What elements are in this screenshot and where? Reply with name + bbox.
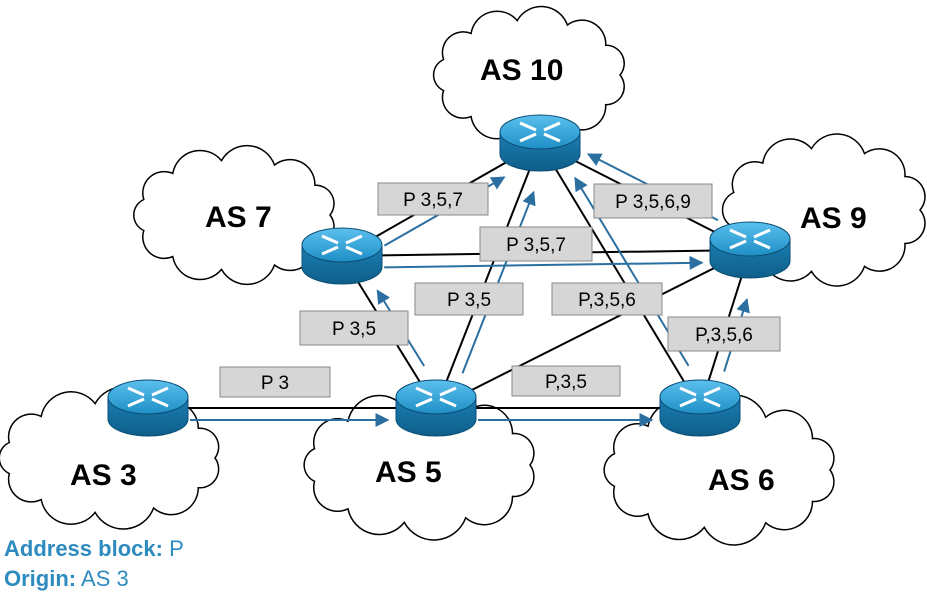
path-label-box-3: [414, 282, 524, 316]
as-label-as9: AS 9: [800, 202, 867, 235]
address-block-label: Address block:: [4, 536, 163, 561]
origin-value: AS 3: [81, 566, 129, 591]
path-label-box-7: [667, 316, 781, 352]
path-label-4: P 3,5,7: [403, 190, 463, 211]
origin-label: Origin:: [4, 566, 77, 591]
path-label-box-8: [593, 183, 713, 219]
cloud-as7: [133, 144, 335, 286]
path-label-box-0: [219, 366, 331, 398]
as-label-as7: AS 7: [205, 201, 272, 234]
arrow-as7-as9: [384, 255, 704, 270]
legend-origin: Origin: AS 3: [4, 565, 129, 593]
cloud-as6: [603, 394, 835, 546]
path-label-box-1: [511, 365, 621, 397]
path-label-box-2: [299, 310, 409, 346]
as-label-as3: AS 3: [70, 459, 137, 492]
path-label-7: P,3,5,6: [695, 325, 753, 346]
legend-address-block: Address block: P: [4, 535, 184, 563]
router-as7: [301, 227, 383, 285]
router-as3: [107, 379, 189, 437]
link-as5-as9: [435, 249, 751, 409]
path-label-box-4: [377, 182, 489, 216]
link-as5-as10: [435, 142, 541, 409]
router-as10: [499, 114, 581, 172]
path-label-2: P 3,5: [332, 319, 376, 340]
link-as6-as10: [539, 142, 701, 409]
path-label-0: P 3: [261, 373, 289, 394]
as-label-as5: AS 5: [375, 456, 442, 489]
path-label-6: P,3,5,6: [578, 290, 636, 311]
path-label-3: P 3,5: [447, 290, 491, 311]
address-block-value: P: [169, 536, 184, 561]
path-label-1: P,3,5: [545, 372, 587, 393]
router-as9: [709, 221, 791, 279]
router-as5: [395, 379, 477, 437]
path-label-box-5: [479, 226, 593, 262]
router-as6: [659, 379, 741, 437]
as-label-as6: AS 6: [708, 464, 775, 497]
as-label-as10: AS 10: [480, 54, 563, 87]
path-label-box-6: [551, 282, 663, 316]
path-label-5: P 3,5,7: [506, 235, 566, 256]
path-label-8: P 3,5,6,9: [615, 192, 691, 213]
